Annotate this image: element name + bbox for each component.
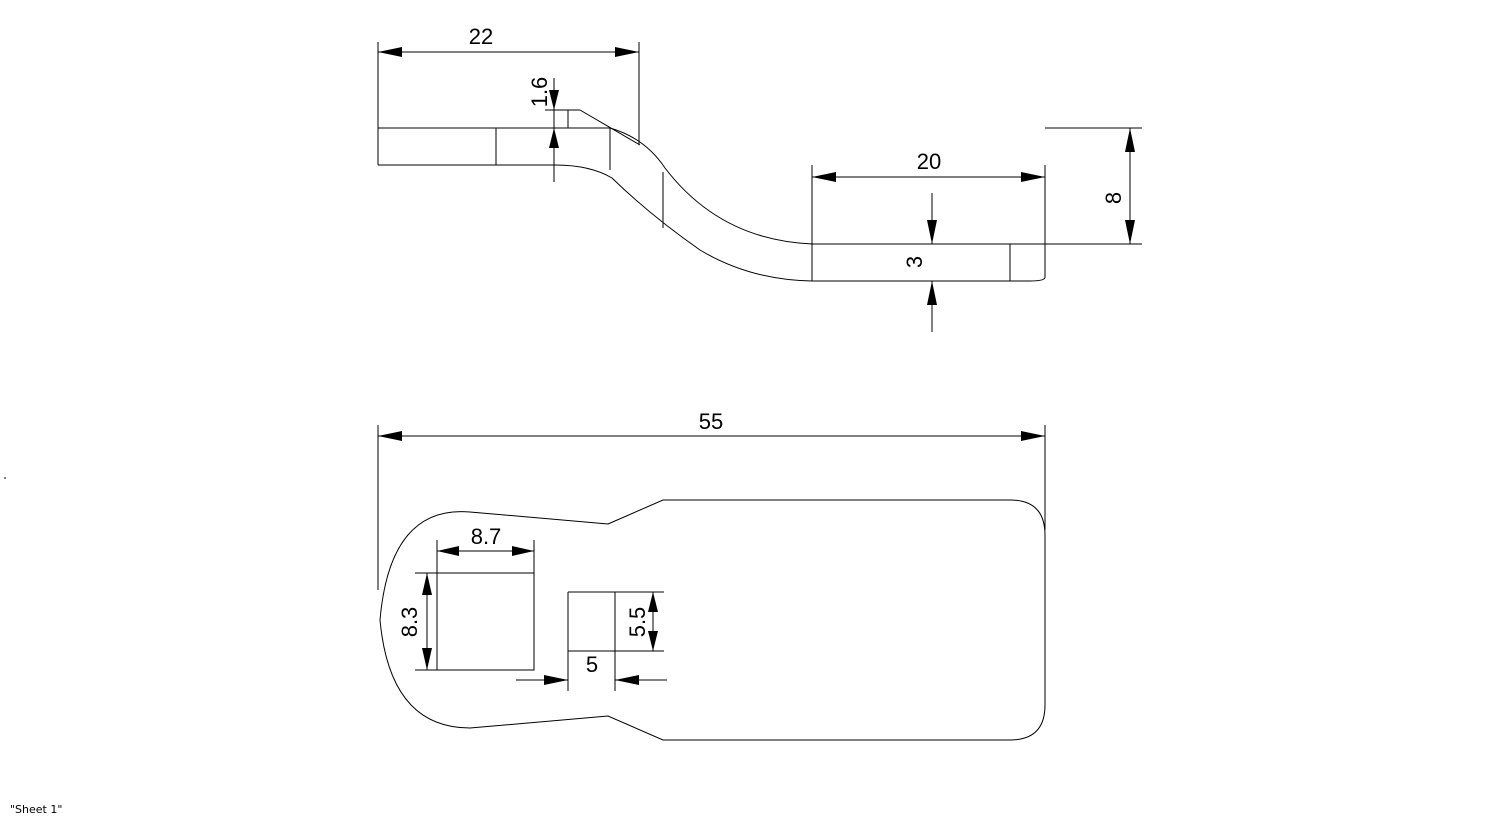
dimension-20: 20 — [811, 149, 1046, 244]
dimension-label-length-right: 20 — [917, 149, 941, 174]
top-view: 55 8.7 8.3 — [377, 409, 1046, 741]
dimension-label-length-left: 22 — [469, 24, 493, 49]
dimension-label-small-hole-width: 5 — [586, 652, 598, 677]
dimension-8-7: 8.7 — [436, 524, 535, 573]
small-hole — [567, 591, 664, 691]
dimension-label-thickness-right: 3 — [902, 256, 927, 268]
dimension-5-5: 5.5 — [625, 592, 658, 651]
dimension-8-3: 8.3 — [397, 572, 437, 671]
square-hole — [436, 572, 535, 671]
sheet-tab-label[interactable]: "Sheet 1" — [10, 803, 63, 816]
dimension-55: 55 — [377, 409, 1046, 590]
dimension-22: 22 — [377, 24, 640, 145]
dimension-label-small-hole-height: 5.5 — [625, 607, 650, 638]
dimension-label-square-hole-width: 8.7 — [471, 524, 502, 549]
side-view-outline — [377, 109, 1046, 282]
side-view: 22 1.6 20 8 — [377, 24, 1142, 332]
top-view-outline — [379, 499, 1046, 741]
dimension-label-flange-thickness: 1.6 — [527, 77, 552, 108]
dimension-1-6: 1.6 — [527, 77, 568, 182]
dimension-3: 3 — [902, 193, 937, 332]
dimension-label-overall-length: 55 — [699, 409, 723, 434]
dimension-label-square-hole-height: 8.3 — [397, 607, 422, 638]
dimension-8: 8 — [1045, 127, 1142, 245]
dimension-5: 5 — [516, 652, 667, 685]
dimension-label-offset-height: 8 — [1101, 192, 1126, 204]
